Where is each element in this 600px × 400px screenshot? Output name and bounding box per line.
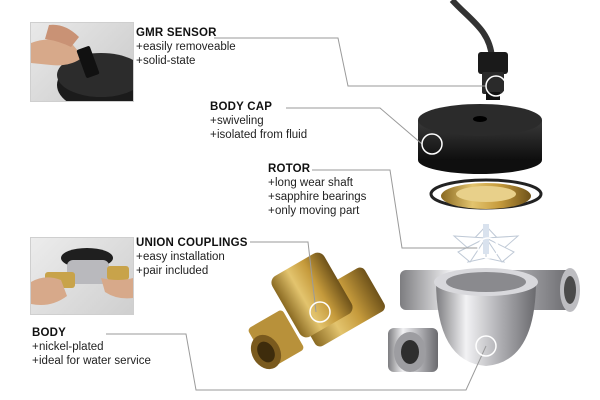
bullet-glyph: + bbox=[136, 265, 143, 277]
callout-title: GMR SENSOR bbox=[136, 27, 217, 39]
callout-item: +nickel-plated bbox=[32, 340, 151, 354]
body-cap-icon bbox=[418, 104, 542, 174]
callout-gmr-sensor: GMR SENSOR +easily removeable +solid-sta… bbox=[136, 26, 236, 68]
cable-icon bbox=[449, 0, 495, 59]
callout-item: +solid-state bbox=[136, 54, 236, 68]
callout-item: +long wear shaft bbox=[268, 176, 366, 190]
callout-item-text: swiveling bbox=[217, 115, 264, 127]
leader-line-cap bbox=[286, 107, 423, 145]
callout-item: +only moving part bbox=[268, 204, 366, 218]
target-ring-gmr bbox=[485, 75, 507, 97]
leader-line-rotor bbox=[312, 169, 478, 249]
callout-union-couplings: UNION COUPLINGS +easy installation +pair… bbox=[136, 236, 248, 278]
meter-body-icon bbox=[388, 268, 580, 372]
leader-line-body bbox=[106, 333, 487, 391]
callout-item: +pair included bbox=[136, 264, 248, 278]
callout-body: BODY +nickel-plated +ideal for water ser… bbox=[32, 326, 151, 368]
bullet-glyph: + bbox=[210, 129, 217, 141]
callout-item-text: easy installation bbox=[143, 251, 225, 263]
target-ring-union bbox=[309, 301, 331, 323]
bullet-glyph: + bbox=[268, 191, 275, 203]
bullet-glyph: + bbox=[210, 115, 217, 127]
bullet-glyph: + bbox=[136, 55, 143, 67]
callout-body-cap: BODY CAP +swiveling +isolated from fluid bbox=[210, 100, 307, 142]
union-coupling-inset-photo bbox=[30, 237, 134, 315]
callout-item-text: sapphire bearings bbox=[275, 191, 367, 203]
callout-item-text: solid-state bbox=[143, 55, 196, 67]
callout-title: BODY CAP bbox=[210, 101, 273, 113]
bullet-glyph: + bbox=[268, 177, 275, 189]
callout-rotor: ROTOR +long wear shaft +sapphire bearing… bbox=[268, 162, 366, 218]
bullet-glyph: + bbox=[136, 41, 143, 53]
leader-lines bbox=[106, 37, 487, 391]
callout-item: +swiveling bbox=[210, 114, 307, 128]
target-ring-rotor bbox=[477, 237, 499, 259]
bullet-glyph: + bbox=[32, 341, 39, 353]
callout-item-text: nickel-plated bbox=[39, 341, 104, 353]
rotor-icon bbox=[429, 178, 543, 263]
bullet-glyph: + bbox=[32, 355, 39, 367]
callout-item: +isolated from fluid bbox=[210, 128, 307, 142]
callout-title: UNION COUPLINGS bbox=[136, 237, 248, 249]
callout-item: +easy installation bbox=[136, 250, 248, 264]
target-ring-body bbox=[475, 335, 497, 357]
callout-item: +ideal for water service bbox=[32, 354, 151, 368]
union-coupling-inset-art bbox=[31, 248, 133, 305]
callout-item-text: long wear shaft bbox=[275, 177, 353, 189]
union-coupling-icon bbox=[248, 252, 385, 370]
leader-line-union bbox=[250, 241, 317, 313]
callout-title: BODY bbox=[32, 327, 67, 339]
callout-item-text: pair included bbox=[143, 265, 209, 277]
target-rings bbox=[309, 75, 507, 357]
gmr-sensor-inset-art bbox=[31, 24, 133, 101]
callout-item-text: ideal for water service bbox=[39, 355, 151, 367]
leader-line-gmr bbox=[214, 37, 486, 87]
callout-item-text: only moving part bbox=[275, 205, 360, 217]
gmr-sensor-inset-photo bbox=[30, 22, 134, 102]
callout-item: +sapphire bearings bbox=[268, 190, 366, 204]
callout-item-text: isolated from fluid bbox=[217, 129, 308, 141]
bullet-glyph: + bbox=[268, 205, 275, 217]
target-ring-cap bbox=[421, 133, 443, 155]
bullet-glyph: + bbox=[136, 251, 143, 263]
callout-item: +easily removeable bbox=[136, 40, 236, 54]
callout-title: ROTOR bbox=[268, 163, 311, 175]
callout-item-text: easily removeable bbox=[143, 41, 236, 53]
